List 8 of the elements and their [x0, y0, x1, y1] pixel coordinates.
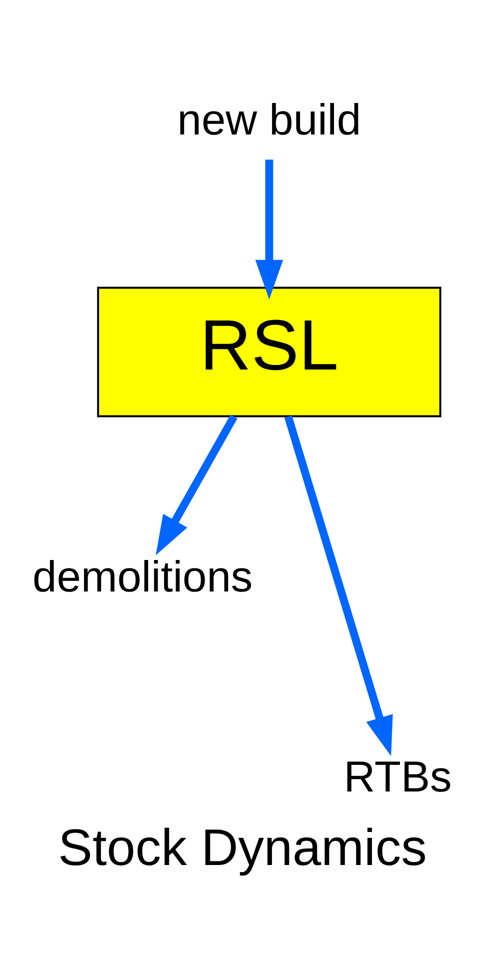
node-text: RTBs — [344, 752, 452, 801]
node-text: demolitions — [32, 553, 253, 602]
node-text: new build — [177, 96, 362, 144]
caption: Stock Dynamics — [58, 817, 427, 876]
arrow — [255, 159, 284, 300]
node-box: RSL — [97, 286, 442, 417]
arrow — [284, 414, 393, 756]
arrow — [156, 414, 238, 555]
